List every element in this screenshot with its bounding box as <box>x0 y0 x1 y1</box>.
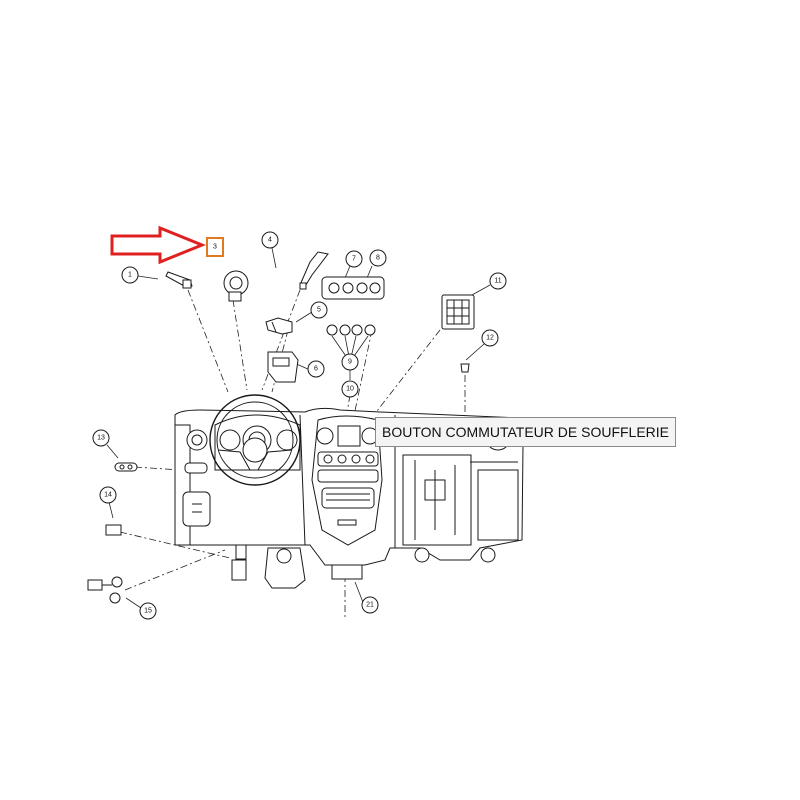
callout-circle-15 <box>139 602 157 620</box>
callout-circle-4 <box>261 231 279 249</box>
callout-circle-9 <box>341 353 359 371</box>
component-tooltip: BOUTON COMMUTATEUR DE SOUFFLERIE <box>375 417 677 447</box>
callout-label-6: 6 <box>314 366 318 373</box>
callout-circle-7 <box>345 250 363 268</box>
callout-label-15: 15 <box>144 608 152 615</box>
callout-circle-21 <box>361 596 379 614</box>
callout-label-12: 12 <box>486 335 494 342</box>
callout-circle-12 <box>481 329 499 347</box>
callout-label-11: 11 <box>494 278 501 285</box>
callout-labels: 1 3 4 5 6 7 8 9 10 11 12 13 14 15 21 <box>97 237 502 615</box>
callout-circle-8 <box>369 249 387 267</box>
callout-label-8: 8 <box>376 255 380 262</box>
callout-circle-13 <box>92 429 110 447</box>
callout-label-10: 10 <box>346 386 354 393</box>
callout-circle-14 <box>99 486 117 504</box>
callout-circle-6 <box>307 360 325 378</box>
leader-lines <box>119 289 466 620</box>
red-arrow-icon <box>110 225 206 265</box>
callout-circles <box>92 231 507 620</box>
callout-label-1: 1 <box>128 272 132 279</box>
components <box>87 251 475 604</box>
callout-label-5: 5 <box>317 307 321 314</box>
callout-label-4: 4 <box>268 237 272 244</box>
callout-label-3: 3 <box>213 244 217 251</box>
callout-label-21: 21 <box>366 602 374 609</box>
callout-label-9: 9 <box>348 359 352 366</box>
callout-circle-11 <box>489 272 507 290</box>
callout-label-14: 14 <box>104 492 112 499</box>
callout-circle-5 <box>310 301 328 319</box>
callout-label-7: 7 <box>352 256 356 263</box>
callout-label-13: 13 <box>97 435 105 442</box>
highlight-box <box>206 237 224 257</box>
callout-circle-1 <box>121 266 139 284</box>
callout-circle-10 <box>341 380 359 398</box>
dashboard-body <box>174 394 524 589</box>
